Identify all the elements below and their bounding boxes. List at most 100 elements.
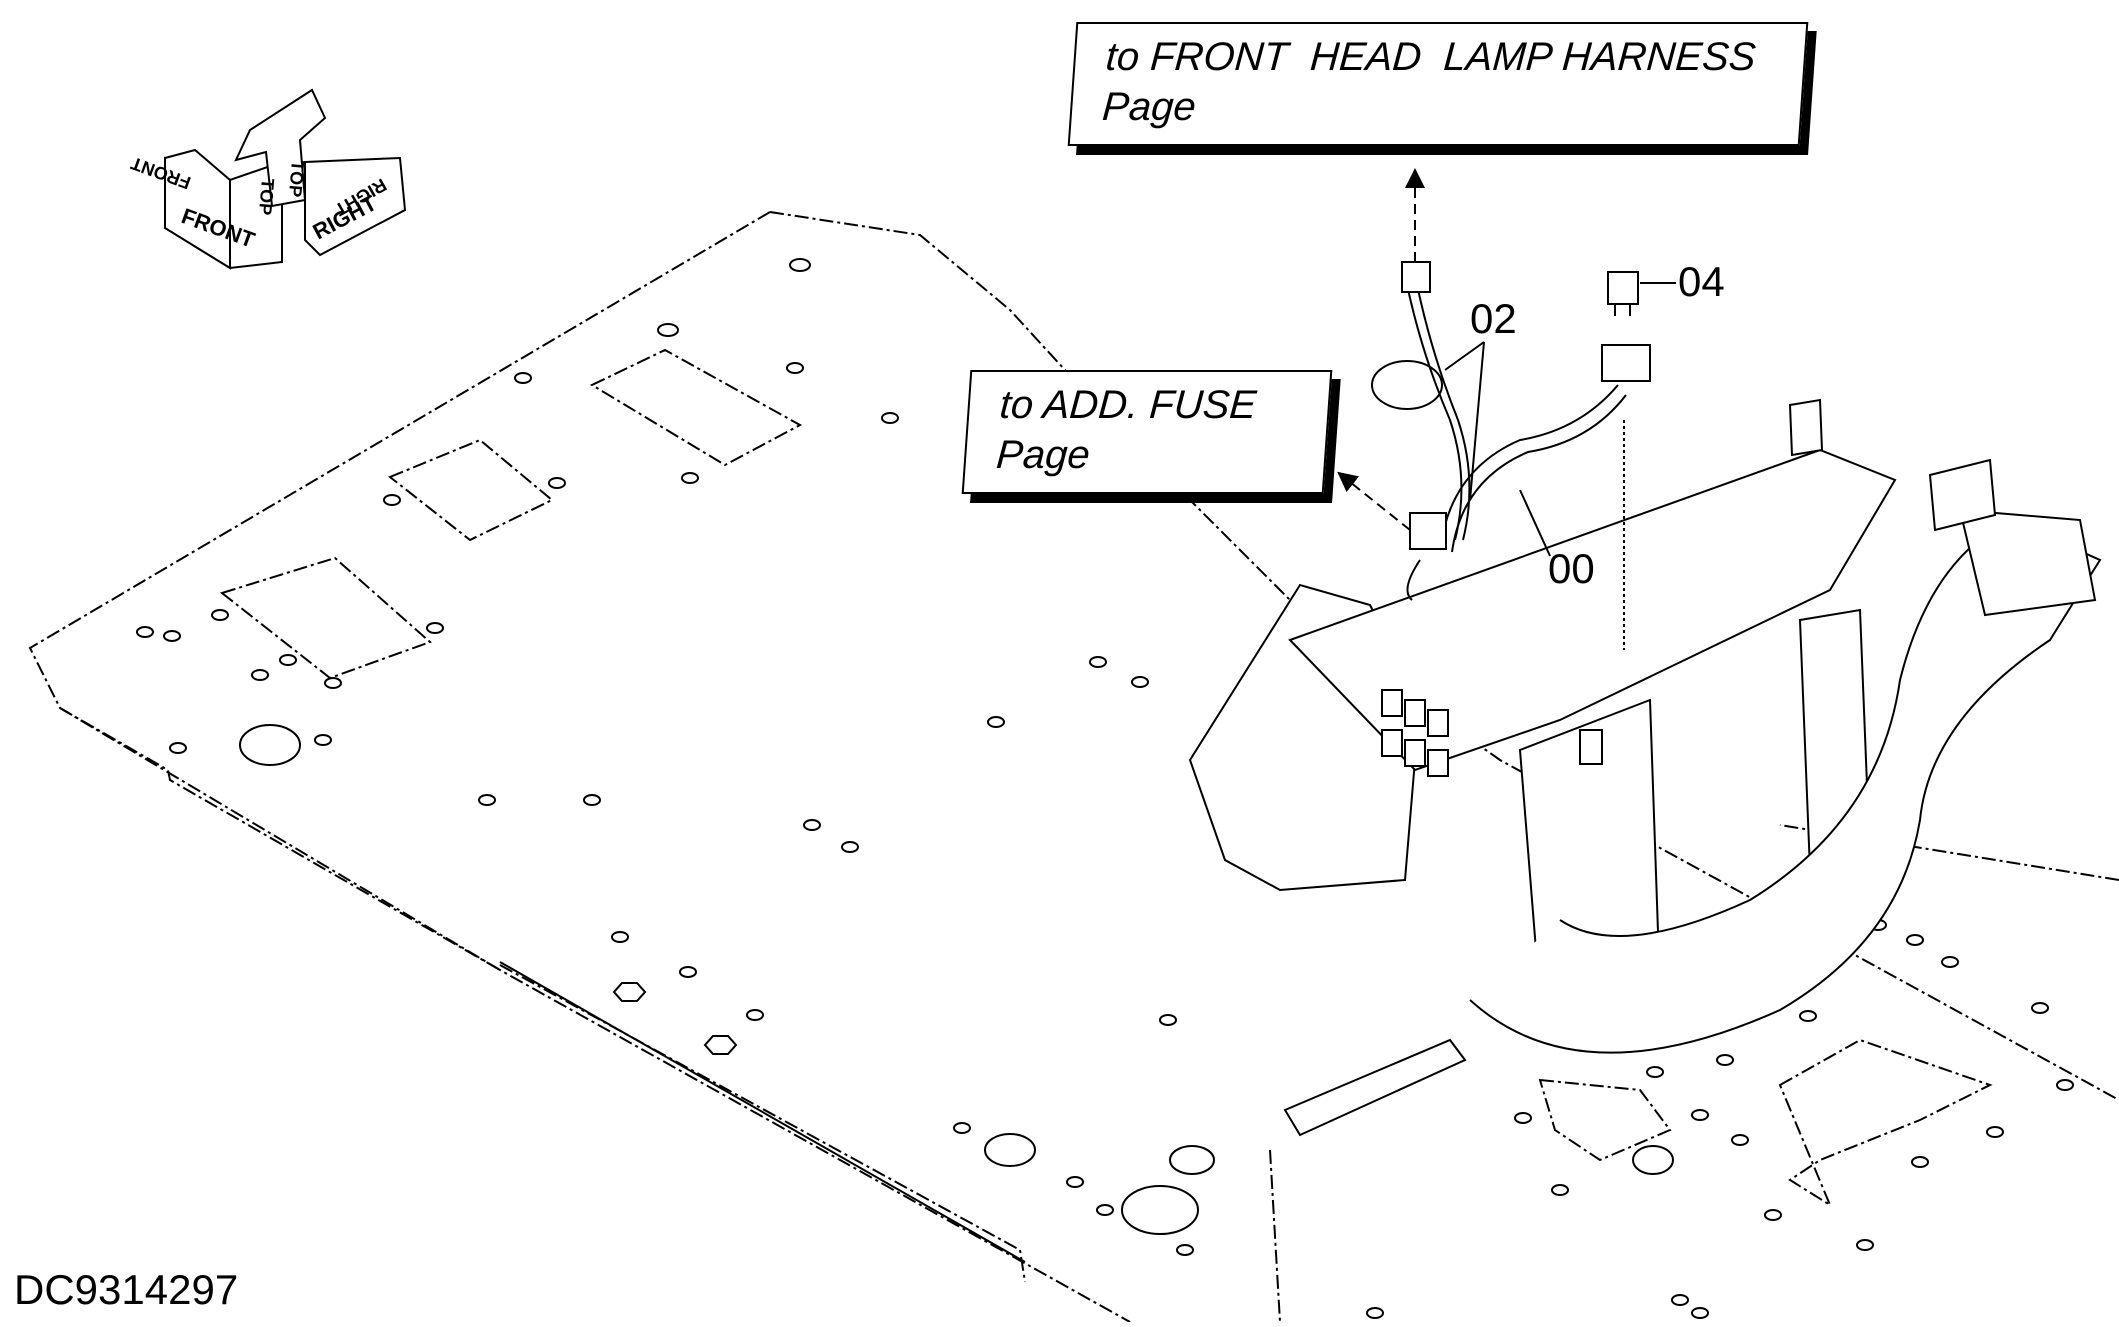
floor-plate-right-edge [1269, 1149, 1281, 1323]
bracket-end-block [1958, 508, 2097, 617]
relay [1404, 699, 1426, 727]
floor-hole [514, 372, 532, 384]
floor-hole [881, 412, 899, 424]
floor-hole [657, 323, 679, 337]
callout-front-head-lamp-line2: Page [1100, 85, 1198, 129]
hex-bolt [703, 1035, 738, 1055]
leader-lines [1444, 282, 1676, 557]
floor-hole [611, 931, 629, 943]
floor-hole [746, 1009, 764, 1021]
floor-hole [426, 622, 444, 634]
cable-tie-loop [1371, 360, 1443, 410]
relay-04 [1607, 271, 1639, 650]
floor-hole [1986, 1126, 2004, 1138]
relay [1427, 709, 1449, 737]
floor-large-hole [984, 1133, 1036, 1167]
floor-hole [1906, 934, 1924, 946]
floor-plate-bottom-seam [499, 961, 1026, 1263]
floor-large-hole [239, 724, 301, 766]
floor-hole [1716, 1054, 1734, 1066]
floor-hole [1691, 1109, 1709, 1121]
floor-bolts [499, 961, 1026, 1263]
harness-connector-fuse [1409, 512, 1447, 550]
floor-hole [1366, 1307, 1384, 1319]
relay-bracket-assembly [1188, 398, 2102, 1137]
leader-02-a [1444, 341, 1485, 371]
floor-hole [163, 630, 181, 642]
harness-tail [1406, 559, 1421, 601]
floor-hole [324, 677, 342, 689]
leader-00 [1519, 489, 1551, 557]
floor-hole [1911, 1156, 1929, 1168]
floor-hole [953, 1122, 971, 1134]
floor-hole [841, 841, 859, 853]
floor-hole [548, 477, 566, 489]
relay-connector [1579, 729, 1603, 765]
drawing-id: DC9314297 [14, 1266, 239, 1313]
floor-large-hole [1169, 1145, 1215, 1175]
floor-hole [1176, 1244, 1194, 1256]
orientation-front-face [164, 148, 231, 270]
floor-hole [1941, 956, 1959, 968]
callout-front-head-lamp-line1: to FRONT HEAD LAMP HARNESS [1104, 35, 1758, 79]
floor-holes [136, 258, 2074, 1319]
floor-hole [314, 734, 332, 746]
orientation-indicator: FRONT FRONT TOP TOP RIGHT RIGHT [128, 88, 407, 270]
harness-branch-right-outline [1451, 394, 1627, 553]
callout-front-head-lamp-harness[interactable]: to FRONT HEAD LAMP HARNESS Page [1067, 22, 1809, 146]
floor-cutout-4 [1538, 1078, 1672, 1162]
callout-add-fuse[interactable]: to ADD. FUSE Page [961, 370, 1333, 494]
callout-add-fuse-line1: to ADD. FUSE [998, 383, 1258, 427]
floor-hole [789, 258, 811, 272]
floor-hole [1671, 1294, 1689, 1306]
floor-hole [136, 626, 154, 638]
floor-hole [279, 654, 297, 666]
floor-hole [786, 362, 804, 374]
floor-hole [1551, 1184, 1569, 1196]
bracket-tab [1788, 398, 1824, 457]
relay [1381, 729, 1403, 757]
floor-hole [1066, 1176, 1084, 1188]
floor-hole [1691, 1307, 1709, 1319]
harness-branch-right [1439, 384, 1619, 551]
floor-cutout-1 [219, 556, 432, 680]
floor-large-hole [1632, 1145, 1674, 1175]
floor-hole [1514, 1112, 1532, 1124]
arrow-to-add-fuse [1337, 471, 1411, 531]
floor-hole [2056, 1079, 2074, 1091]
part-number-02: 02 [1470, 295, 1517, 342]
floor-hole [583, 794, 601, 806]
floor-hole [1731, 1134, 1749, 1146]
floor-hole [1131, 676, 1149, 688]
floor-hole [803, 819, 821, 831]
floor-hole [1764, 1209, 1782, 1221]
floor-large-hole [1121, 1185, 1199, 1235]
part-number-00: 00 [1548, 545, 1595, 592]
relay-04-body [1607, 271, 1639, 305]
relay [1427, 749, 1449, 777]
floor-hole [383, 494, 401, 506]
floor-cutout-5 [1778, 1038, 1993, 1208]
floor-hole [1799, 1010, 1817, 1022]
floor-plate-left-edge [28, 211, 1131, 1323]
floor-hole [1159, 1014, 1177, 1026]
callout-arrows [1337, 168, 1425, 531]
bracket-foot [1283, 1038, 1467, 1137]
floor-hole [1089, 656, 1107, 668]
hex-bolt [612, 982, 647, 1002]
leader-02-b [1469, 341, 1485, 501]
floor-hole [251, 669, 269, 681]
floor-hole [679, 966, 697, 978]
floor-hole [987, 716, 1005, 728]
part-number-04: 04 [1678, 258, 1725, 305]
floor-hole [2031, 1002, 2049, 1014]
bracket-curved-rail [1469, 518, 2102, 1054]
floor-cutout-3 [589, 348, 803, 467]
floor-hole [478, 794, 496, 806]
wiring-harness-00 [1371, 261, 1651, 601]
orientation-top-label: TOP [255, 178, 278, 216]
floor-hole [211, 609, 229, 621]
floor-hole [1646, 1066, 1664, 1078]
